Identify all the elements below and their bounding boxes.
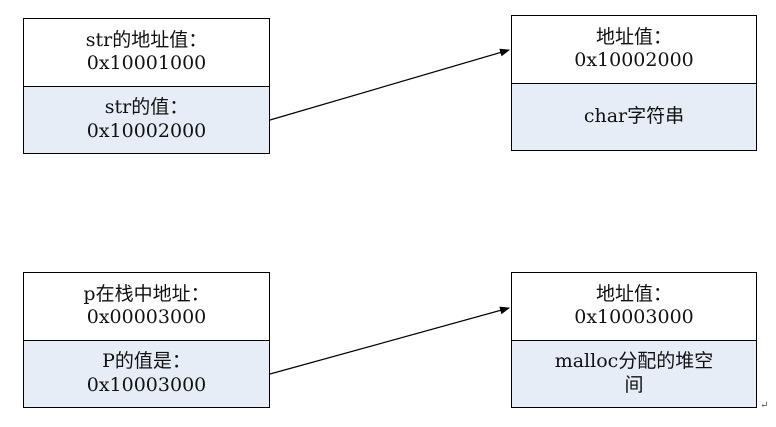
char-string-address-value: 0x10002000 [574,49,694,72]
heap-address-value: 0x10003000 [574,306,694,329]
paragraph-mark-icon: ↵ [760,400,769,411]
pointer-arrow-p [269,306,510,375]
str-address-label: str的地址值： [85,28,208,51]
str-address-value: 0x10001000 [86,52,207,75]
char-string-content: char字符串 [583,104,685,127]
heap-address-cell: 地址值： 0x10003000 [512,273,756,341]
char-string-memory-box: 地址值： 0x10002000 char字符串 [511,15,757,151]
p-address-cell: p在栈中地址： 0x00003000 [24,273,269,341]
str-value-cell: str的值： 0x10002000 [24,86,269,153]
p-variable-box: p在栈中地址： 0x00003000 P的值是： 0x10003000 [23,272,270,408]
heap-address-label: 地址值： [595,282,672,305]
p-value-cell: P的值是： 0x10003000 [24,340,269,407]
p-address-label: p在栈中地址： [83,282,210,305]
pointer-arrow-str [269,48,510,121]
char-string-content-cell: char字符串 [512,83,756,150]
heap-memory-box: 地址值： 0x10003000 malloc分配的堆空 间 [511,272,757,408]
heap-content-line1: malloc分配的堆空 [554,350,714,372]
str-value-label: str的值： [104,96,189,118]
p-value-value: 0x10003000 [86,373,207,396]
char-string-address-cell: 地址值： 0x10002000 [512,16,756,84]
heap-content-line2: 间 [624,373,644,396]
char-string-address-label: 地址值： [595,25,672,48]
heap-content-cell: malloc分配的堆空 间 [512,340,756,407]
p-value-label: P的值是： [102,350,191,372]
str-variable-box: str的地址值： 0x10001000 str的值： 0x10002000 [23,18,270,154]
str-value-value: 0x10002000 [86,119,207,142]
p-address-value: 0x00003000 [86,306,207,329]
str-address-cell: str的地址值： 0x10001000 [24,19,269,87]
